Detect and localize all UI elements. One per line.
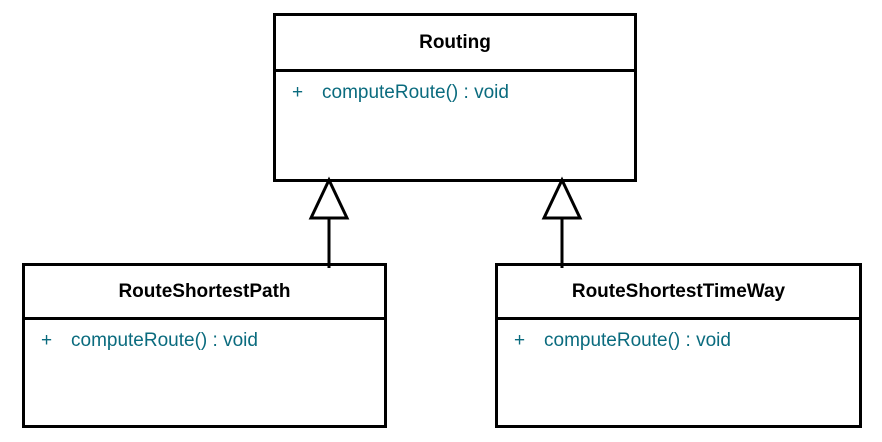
generalization-triangle-icon: [541, 176, 583, 220]
member-signature: computeRoute() : void: [71, 330, 258, 351]
generalization-arrow-route-shortest-time-way-to-routing: [541, 176, 583, 268]
class-member-row: + computeRoute() : void: [25, 329, 384, 353]
member-visibility-icon: +: [514, 330, 526, 351]
class-name-route-shortest-time-way: RouteShortestTimeWay: [498, 266, 859, 320]
class-member-row: + computeRoute() : void: [276, 81, 634, 105]
member-signature: computeRoute() : void: [544, 330, 731, 351]
generalization-arrow-route-shortest-path-to-routing: [308, 176, 350, 268]
class-member-row: + computeRoute() : void: [498, 329, 859, 353]
class-box-routing[interactable]: Routing + computeRoute() : void: [273, 13, 637, 182]
class-members-route-shortest-path: + computeRoute() : void: [25, 320, 384, 425]
class-members-routing: + computeRoute() : void: [276, 72, 634, 179]
generalization-triangle-icon: [308, 176, 350, 220]
class-name-route-shortest-path: RouteShortestPath: [25, 266, 384, 320]
member-visibility-icon: +: [292, 82, 304, 103]
class-box-route-shortest-path[interactable]: RouteShortestPath + computeRoute() : voi…: [22, 263, 387, 428]
member-signature: computeRoute() : void: [322, 82, 509, 103]
member-visibility-icon: +: [41, 330, 53, 351]
class-members-route-shortest-time-way: + computeRoute() : void: [498, 320, 859, 425]
class-box-route-shortest-time-way[interactable]: RouteShortestTimeWay + computeRoute() : …: [495, 263, 862, 428]
class-name-routing: Routing: [276, 16, 634, 72]
